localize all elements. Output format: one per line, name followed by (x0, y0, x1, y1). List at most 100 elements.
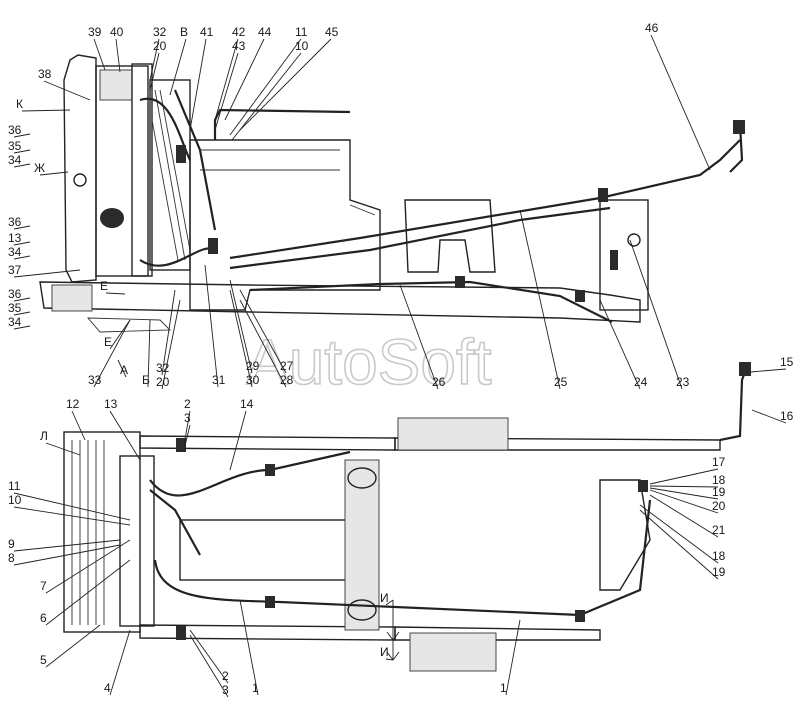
section-arrow-top (386, 600, 400, 641)
top_view_callouts-leader-line (13, 225, 31, 230)
bottom_view_callouts-callout-label: 17 (712, 455, 726, 469)
top_view_callouts-leader-line (13, 311, 31, 316)
right-rail-rear (394, 626, 601, 641)
bottom_view_callouts-leader-line (751, 409, 787, 424)
bottom_view_callouts-callout-label: Л (40, 429, 48, 443)
riser-cap (739, 362, 751, 376)
expansion-tank (99, 69, 133, 101)
bottom_view_callouts-leader-line (45, 624, 101, 668)
top_view_callouts-leader-line (43, 80, 91, 101)
mount-ring (347, 599, 377, 621)
rear-vertical-pipe (729, 123, 744, 173)
top_view_callouts-callout-label: 37 (8, 263, 22, 277)
top_view_callouts-leader-line (599, 299, 641, 390)
top_view_callouts-leader-line (93, 319, 131, 388)
bottom_view_callouts-callout-label: 20 (712, 499, 726, 513)
top_view_callouts-leader-line (229, 38, 302, 136)
bottom_view_callouts-leader-line (649, 485, 719, 488)
bottom_view_callouts-callout-label: 4 (104, 681, 111, 695)
top_view_callouts-callout-label: 36 (8, 123, 22, 137)
top_view_callouts-leader-line (115, 38, 121, 73)
top_view_callouts-callout-label: 11 (295, 25, 308, 39)
radiator-block (63, 431, 141, 633)
top_view_callouts-callout-label: 36 (8, 215, 22, 229)
top_view_callouts-leader-line (13, 297, 31, 302)
bottom_view_callouts-leader-line (189, 629, 229, 684)
top_view_callouts-leader-line (229, 279, 253, 374)
top_view_callouts-leader-line (239, 38, 332, 131)
top_view_callouts-leader-line (189, 38, 207, 131)
cab-mount (404, 199, 496, 273)
bottom_view_callouts-callout-label: 21 (712, 523, 726, 537)
bottom_view_callouts-leader-line (13, 544, 121, 566)
top_view_callouts-callout-label: 10 (295, 39, 309, 53)
rear-bracket (599, 199, 649, 311)
clamp-group-bottom (176, 438, 648, 640)
top_view_callouts-leader-line (21, 109, 71, 112)
bottom_view_callouts-leader-line (13, 492, 131, 521)
clamp (455, 276, 465, 288)
watermark: AutoSoft (246, 326, 492, 398)
crossover-hose (149, 489, 201, 556)
bottom_view_callouts-leader-line (639, 504, 719, 564)
engine-plan (179, 519, 371, 581)
rear-right-bracket (599, 479, 651, 591)
top_view_callouts-leader-line (161, 299, 181, 390)
bottom_view_callouts-callout-label: 3 (222, 683, 229, 697)
bottom_view_callouts-leader-line (385, 599, 394, 606)
bottom_view_callouts-callout-label: И (380, 591, 389, 605)
bottom_view_callouts-leader-line (183, 410, 191, 446)
top_view_callouts-leader-line (229, 289, 253, 388)
top_view_callouts-leader-line (169, 38, 187, 96)
bottom_view_callouts-callout-label: 19 (712, 485, 726, 499)
top_view_callouts-callout-label: 34 (8, 315, 22, 329)
bottom_view_callouts-leader-line (649, 494, 719, 538)
top_view_callouts-callout-label: 39 (88, 25, 102, 39)
bottom_view_callouts-leader-line (45, 539, 131, 594)
leader-lines (13, 34, 787, 698)
frame-bracket (51, 284, 93, 312)
radiator-side-tank (131, 63, 153, 277)
top_view_callouts-callout-label: 26 (432, 375, 446, 389)
top_view_callouts-callout-label: А (120, 363, 128, 377)
top_view_callouts-callout-label: 46 (645, 21, 659, 35)
top_view_callouts-leader-line (117, 359, 127, 378)
left-rail-rear (394, 437, 721, 451)
clamp-group-top (176, 145, 618, 302)
top_view_callouts-callout-label: 36 (8, 287, 22, 301)
top_view_callouts-callout-label: 20 (156, 375, 170, 389)
top_view_callouts-leader-line (224, 38, 265, 121)
bottom_view_callouts-leader-line (13, 539, 121, 552)
clamp (575, 290, 585, 302)
top_view_callouts-callout-label: 32 (156, 361, 170, 375)
bottom_view_callouts-callout-label: И (380, 645, 389, 659)
top_view_callouts-callout-label: 23 (676, 375, 690, 389)
bottom_view_callouts-callout-label: 6 (40, 611, 47, 625)
bottom_view_callouts-callout-label: 18 (712, 473, 726, 487)
bottom_view_callouts-callout-label: 8 (8, 551, 15, 565)
clamp (610, 250, 618, 270)
top_view_callouts-leader-line (13, 255, 31, 260)
mount-bolt (73, 173, 87, 187)
top_view_callouts-leader-line (13, 133, 31, 138)
bottom_view_callouts-leader-line (109, 629, 131, 696)
bottom_view_callouts-leader-line (109, 410, 141, 461)
top_view_callouts-callout-label: Ж (34, 161, 45, 175)
bottom-assembly (63, 362, 751, 672)
bottom_view_callouts-callout-label: 11 (8, 479, 21, 493)
radiator-shroud (63, 54, 97, 283)
section-arrow-bottom (386, 640, 400, 661)
bottom_view_callouts-leader-line (385, 658, 394, 661)
clamp (265, 464, 275, 476)
top_view_callouts-callout-label: 27 (280, 359, 294, 373)
top_view_callouts-callout-label: Е (104, 335, 112, 349)
bottom_view_callouts-leader-line (505, 619, 521, 696)
radiator-core (95, 65, 149, 277)
bottom_view_callouts-leader-line (189, 634, 229, 698)
long-hose-1 (153, 499, 652, 617)
bottom_view_callouts-leader-line (639, 509, 719, 580)
top_view_callouts-leader-line (239, 299, 287, 388)
top_view_callouts-callout-label: 28 (280, 373, 294, 387)
